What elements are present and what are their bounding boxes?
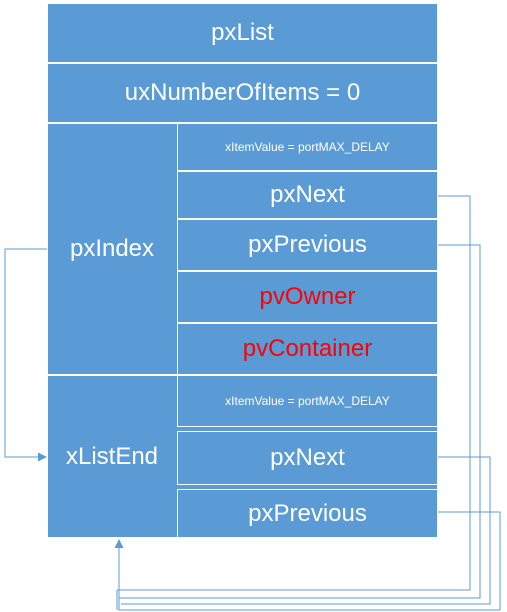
xlistend-label: xListEnd [65, 442, 159, 470]
pxlist-header: pxList [47, 3, 438, 63]
pxindex-to-xlistend-arrow [4, 248, 47, 462]
pvowner-cell: pvOwner [177, 271, 438, 323]
end-pxprevious-cell: pxPrevious [177, 489, 438, 538]
index-pxnext-cell: pxNext [177, 171, 438, 219]
end-pxnext-cell: pxNext [177, 431, 438, 485]
index-pxprevious-cell: pxPrevious [177, 219, 438, 271]
index-item-value-cell: xItemValue = portMAX_DELAY [177, 123, 438, 171]
ux-number-of-items-cell: uxNumberOfItems = 0 [47, 63, 438, 123]
pvcontainer-cell: pvContainer [177, 323, 438, 375]
pxindex-label: pxIndex [69, 235, 155, 262]
end-item-value-cell: xItemValue = portMAX_DELAY [177, 375, 438, 427]
